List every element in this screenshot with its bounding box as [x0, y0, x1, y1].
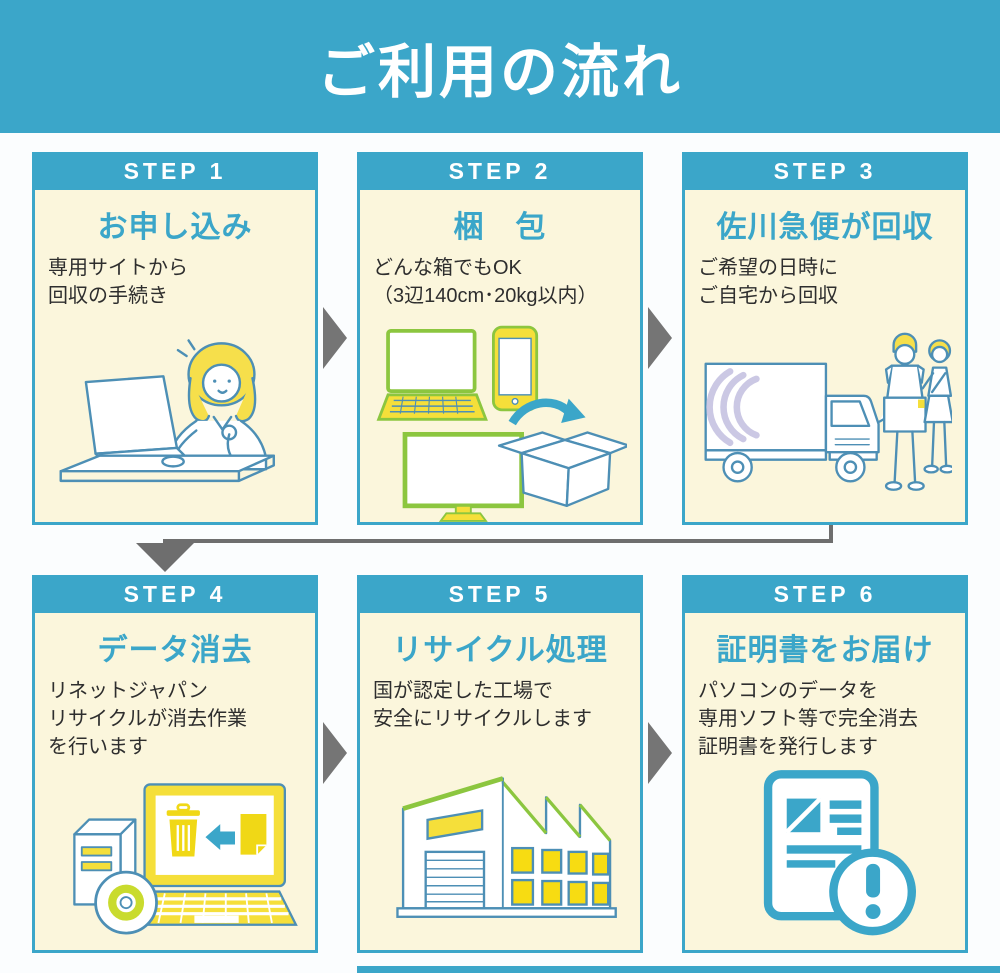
page-banner: ご利用の流れ — [0, 0, 1000, 133]
step-1-description: 専用サイトから 回収の手続き — [48, 257, 188, 307]
page-title: ご利用の流れ — [316, 39, 683, 105]
step-2-header: STEP 2 — [357, 152, 643, 190]
step-card-5: STEP 5 リサイクル処理 国が認定した工場で 安全にリサイクルします — [357, 575, 643, 953]
step-card-2: STEP 2 梱 包 どんな箱でもOK （3辺140cm･20kg以内） — [357, 152, 643, 525]
step-6-body: 証明書をお届け パソコンのデータを 専用ソフト等で完全消去 証明書を発行します — [682, 613, 968, 953]
step-4-title: データ消去 — [97, 634, 253, 667]
step-3-title: 佐川急便が回収 — [716, 211, 934, 244]
recycle-factory-illustration — [360, 733, 640, 950]
step-4-description: リネットジャパン リサイクルが消去作業 を行います — [48, 680, 247, 758]
truck-pickup-illustration — [685, 310, 965, 522]
step-4-header: STEP 4 — [32, 575, 318, 613]
flow-connector-horizontal-segment — [163, 539, 833, 543]
flow-connector-vertical-segment — [829, 525, 833, 543]
step-3-header: STEP 3 — [682, 152, 968, 190]
step-6-description: パソコンのデータを 専用ソフト等で完全消去 証明書を発行します — [698, 680, 918, 758]
step-card-4: STEP 4 データ消去 リネットジャパン リサイクルが消去作業 を行います — [32, 575, 318, 953]
step-6-header: STEP 6 — [682, 575, 968, 613]
step-3-description: ご希望の日時に ご自宅から回収 — [698, 257, 838, 307]
flow-arrow-step2-to-step3-icon — [648, 307, 672, 369]
step-1-title: お申し込み — [97, 211, 253, 244]
step-1-header: STEP 1 — [32, 152, 318, 190]
step-1-body: お申し込み 専用サイトから 回収の手続き — [32, 190, 318, 525]
step-4-label: STEP 4 — [123, 580, 227, 607]
step-2-body: 梱 包 どんな箱でもOK （3辺140cm･20kg以内） — [357, 190, 643, 525]
devices-into-box-illustration — [360, 310, 640, 522]
step-4-body: データ消去 リネットジャパン リサイクルが消去作業 を行います — [32, 613, 318, 953]
flow-connector-arrow-down-icon — [136, 543, 194, 572]
step-6-label: STEP 6 — [773, 580, 877, 607]
flow-arrow-step5-to-step6-icon — [648, 722, 672, 784]
step-card-6: STEP 6 証明書をお届け パソコンのデータを 専用ソフト等で完全消去 証明書… — [682, 575, 968, 953]
step-5-description: 国が認定した工場で 安全にリサイクルします — [373, 680, 592, 730]
step-1-label: STEP 1 — [123, 157, 227, 184]
step-6-title: 証明書をお届け — [716, 634, 934, 667]
step-card-3: STEP 3 佐川急便が回収 ご希望の日時に ご自宅から回収 — [682, 152, 968, 525]
step-2-title: 梱 包 — [453, 211, 547, 244]
step-5-header: STEP 5 — [357, 575, 643, 613]
step-3-label: STEP 3 — [773, 157, 877, 184]
step-3-body: 佐川急便が回収 ご希望の日時に ご自宅から回収 — [682, 190, 968, 525]
step-card-1: STEP 1 お申し込み 専用サイトから 回収の手続き — [32, 152, 318, 525]
woman-at-laptop-illustration — [35, 310, 315, 522]
step-2-label: STEP 2 — [448, 157, 552, 184]
certificate-document-illustration — [685, 761, 965, 950]
flow-arrow-step4-to-step5-icon — [323, 722, 347, 784]
step-5-label: STEP 5 — [448, 580, 552, 607]
step-5-title: リサイクル処理 — [392, 634, 608, 667]
bottom-section-edge — [357, 966, 1000, 973]
data-erase-laptop-illustration — [35, 761, 315, 950]
flow-arrow-step1-to-step2-icon — [323, 307, 347, 369]
step-2-description: どんな箱でもOK （3辺140cm･20kg以内） — [373, 257, 598, 307]
step-5-body: リサイクル処理 国が認定した工場で 安全にリサイクルします — [357, 613, 643, 953]
